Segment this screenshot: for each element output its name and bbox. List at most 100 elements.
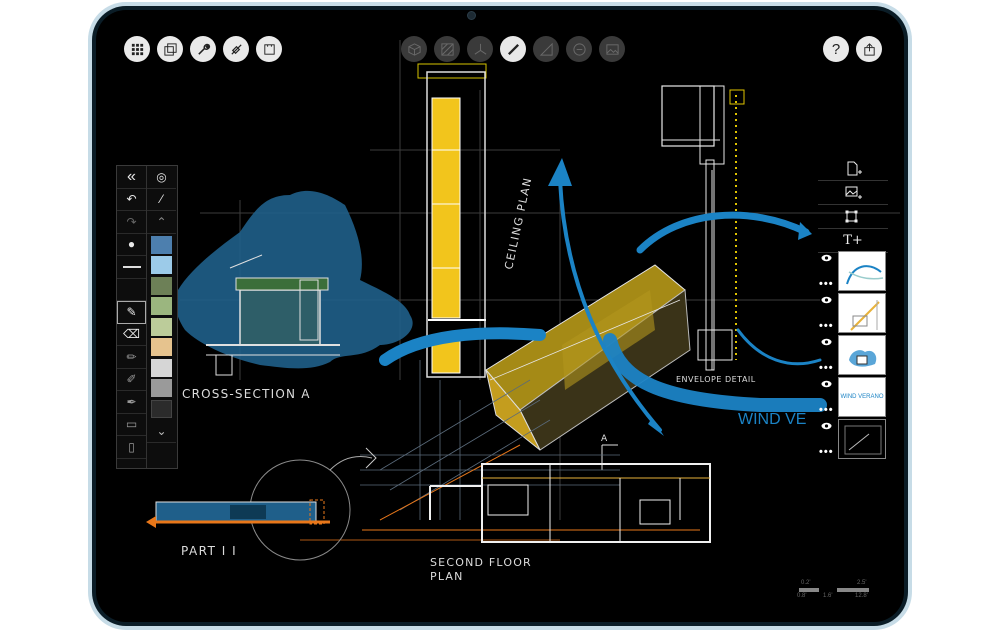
color-swatch-2[interactable]: [151, 256, 172, 274]
layer-options-icon[interactable]: •••: [819, 404, 834, 416]
front-camera: [467, 11, 476, 20]
cross-section-drawing: [206, 254, 340, 376]
blank-tool-slot[interactable]: [117, 279, 146, 301]
scale-bottom-right: 12.8': [855, 593, 868, 599]
layer-thumbnail: [838, 251, 886, 291]
scale-bar-right: [837, 588, 869, 592]
triangle-ruler-icon[interactable]: [533, 36, 559, 62]
part-two-elevation: [146, 447, 377, 561]
layers-stack-icon[interactable]: [157, 36, 183, 62]
label-second-floor: SECOND FLOOR: [430, 556, 532, 569]
fill-icon[interactable]: ▯: [117, 436, 146, 459]
brush-size-dot[interactable]: ●: [117, 234, 146, 256]
top-center-toolbar: [401, 36, 625, 62]
wrench-icon[interactable]: [190, 36, 216, 62]
label-envelope-detail: ENVELOPE DETAIL: [676, 375, 756, 384]
add-image-icon[interactable]: [818, 181, 888, 205]
minus-circle-icon[interactable]: [566, 36, 592, 62]
scale-bottom-left: 0.8': [797, 593, 807, 599]
orange-construction: [300, 444, 700, 541]
pencil-icon[interactable]: [500, 36, 526, 62]
color-swatch-1[interactable]: [151, 235, 172, 254]
scale-top-left: 0.2': [801, 580, 811, 586]
label-part: PART I I: [181, 544, 237, 558]
layer-row-4[interactable]: ••• WIND VERANO: [816, 377, 888, 417]
pen-icon[interactable]: ✎: [117, 301, 146, 324]
layer-options-icon[interactable]: •••: [819, 278, 834, 290]
eraser-icon[interactable]: ⌫: [117, 324, 146, 346]
layer-options-icon[interactable]: •••: [819, 446, 834, 458]
color-swatch-9[interactable]: [151, 399, 172, 418]
transform-icon[interactable]: [818, 205, 888, 229]
line-weight-icon[interactable]: [117, 256, 146, 279]
wind-arrowhead-right: [798, 222, 812, 240]
drawing-canvas[interactable]: CROSS-SECTION A CEILING PLAN ENVELOPE DE…: [96, 10, 904, 622]
envelope-detail: [661, 85, 745, 371]
layer-thumb-text: WIND VERANO: [840, 394, 884, 400]
label-wind: WIND VE: [738, 411, 806, 428]
new-page-icon[interactable]: [818, 157, 888, 181]
hatch-icon[interactable]: [434, 36, 460, 62]
section-marker-label: A: [601, 434, 608, 444]
grid-icon[interactable]: [124, 36, 150, 62]
section-marker: [601, 444, 618, 470]
layer-thumbnail: [838, 335, 886, 375]
isometric-volume: [485, 264, 691, 451]
color-swatch-8[interactable]: [151, 379, 172, 397]
pencil-tool-icon[interactable]: ✏: [117, 346, 146, 369]
layers-panel: T+ ••• ••• ••• ••• WIND VERANO •••: [816, 157, 888, 459]
color-swatch-5[interactable]: [151, 317, 172, 336]
scroll-up-icon[interactable]: ⌃: [147, 211, 176, 234]
wind-arrowhead-up: [548, 158, 572, 186]
help-icon[interactable]: ?: [823, 36, 849, 62]
top-right-toolbar: ?: [823, 36, 882, 62]
label-ceiling-plan: CEILING PLAN: [502, 176, 534, 271]
layer-options-icon[interactable]: •••: [819, 320, 834, 332]
brush-column: « ↶ ↷ ● ✎ ⌫ ✏ ✐ ✒ ▭ ▯: [117, 166, 146, 459]
eye-icon[interactable]: [821, 296, 832, 304]
undo-icon[interactable]: ↶: [117, 189, 146, 211]
color-swatch-6[interactable]: [151, 338, 172, 356]
label-cross-section: CROSS-SECTION A: [182, 387, 311, 401]
second-floor-plan: [429, 463, 711, 543]
cube-icon[interactable]: [401, 36, 427, 62]
scale-top-right: 2.5': [857, 580, 867, 586]
scroll-down-icon[interactable]: ⌄: [147, 420, 176, 443]
color-swatch-4[interactable]: [151, 297, 172, 315]
scale-bar: 0.2' 2.5' 0.8' 1.6' 12.8': [797, 580, 877, 600]
layer-row-3[interactable]: •••: [816, 335, 888, 375]
no-signal-icon[interactable]: [223, 36, 249, 62]
redo-icon[interactable]: ↷: [117, 211, 146, 234]
add-text-icon[interactable]: T+: [818, 229, 888, 253]
eye-icon[interactable]: [821, 254, 832, 262]
nib-icon[interactable]: ✒: [117, 391, 146, 414]
image-icon[interactable]: [599, 36, 625, 62]
layer-row-5[interactable]: •••: [816, 419, 888, 459]
help-label: ?: [831, 40, 841, 58]
layer-thumbnail: [838, 419, 886, 459]
axis-icon[interactable]: [467, 36, 493, 62]
collapse-button[interactable]: «: [117, 166, 146, 189]
layer-options-icon[interactable]: •••: [819, 362, 834, 374]
eyedropper-icon[interactable]: ⁄: [147, 189, 176, 211]
wind-arrows: [379, 178, 827, 432]
share-icon[interactable]: [856, 36, 882, 62]
color-wheel-icon[interactable]: ◎: [147, 166, 176, 189]
left-tool-palette: « ↶ ↷ ● ✎ ⌫ ✏ ✐ ✒ ▭ ▯ ◎ ⁄ ⌃ ⌄: [116, 165, 178, 469]
roller-icon[interactable]: ▭: [117, 414, 146, 436]
ruler-frame-icon[interactable]: [256, 36, 282, 62]
scale-bar-left: [799, 588, 819, 592]
text-tool-label: T+: [843, 233, 863, 248]
layer-row-1[interactable]: •••: [816, 251, 888, 291]
color-swatch-3[interactable]: [151, 276, 172, 295]
eye-icon[interactable]: [821, 380, 832, 388]
palette-divider: [146, 166, 147, 468]
layer-row-2[interactable]: •••: [816, 293, 888, 333]
marker-icon[interactable]: ✐: [117, 369, 146, 391]
eye-icon[interactable]: [821, 422, 832, 430]
eye-icon[interactable]: [821, 338, 832, 346]
top-left-toolbar: [124, 36, 282, 62]
color-column: ◎ ⁄ ⌃ ⌄: [147, 166, 176, 443]
scale-bottom-mid: 1.6': [823, 593, 833, 599]
color-swatch-7[interactable]: [151, 358, 172, 377]
